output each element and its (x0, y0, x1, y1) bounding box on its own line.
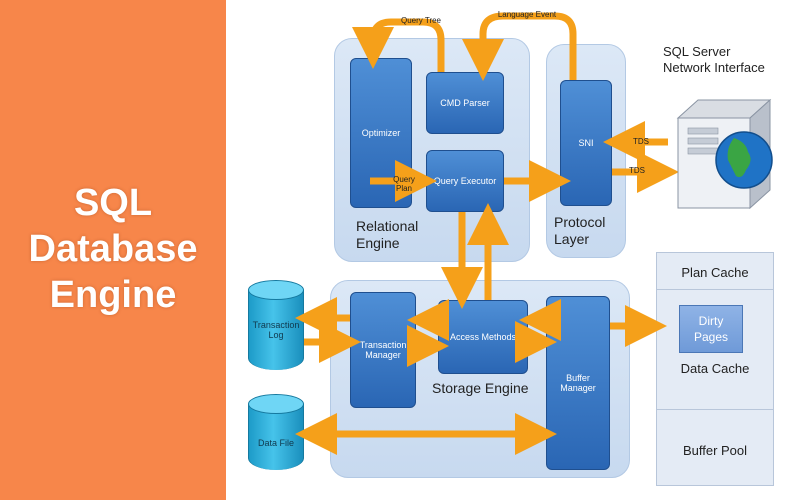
globe-icon (715, 131, 773, 189)
page-title: SQL Database Engine (0, 180, 226, 318)
title-panel: SQL Database Engine (0, 0, 226, 500)
buffer-pool-label: Buffer Pool (682, 443, 748, 458)
buffer-pool-panel: Plan Cache Dirty Pages Data Cache Buffer… (656, 252, 774, 486)
query-executor-block: Query Executor (426, 150, 504, 212)
title-line-1: SQL (73, 182, 153, 224)
language-event-arrow (462, 12, 577, 81)
query-tree-label: Query Tree (400, 16, 441, 25)
relational-engine-label: Relational Engine (356, 218, 419, 251)
plan-cache-label: Plan Cache (681, 265, 749, 280)
engine-diagram: SQL Server Network Interface Relational … (226, 0, 800, 500)
cmd-parser-block: CMD Parser (426, 72, 504, 134)
title-line-3: Engine (49, 274, 177, 316)
transaction-log-store: Transaction Log (248, 280, 304, 370)
title-line-2: Database (28, 228, 198, 270)
language-event-label: Language Event (497, 10, 557, 19)
data-cache-label: Data Cache (680, 361, 750, 376)
tds-in-label: TDS (633, 137, 649, 146)
dirty-pages-block: Dirty Pages (679, 305, 743, 353)
storage-engine-label: Storage Engine (432, 380, 529, 396)
transaction-log-label: Transaction Log (252, 320, 300, 340)
data-file-label: Data File (257, 438, 294, 448)
connections-layer (295, 12, 773, 455)
access-methods-block: Access Methods (438, 300, 528, 374)
protocol-layer-label: Protocol Layer (554, 214, 606, 247)
tds-out-label: TDS (629, 166, 645, 175)
query-plan-label: Query Plan (393, 175, 415, 193)
data-file-store: Data File (248, 394, 304, 470)
network-interface-label: SQL Server Network Interface (663, 44, 765, 75)
query-tree-arrow (352, 18, 445, 72)
